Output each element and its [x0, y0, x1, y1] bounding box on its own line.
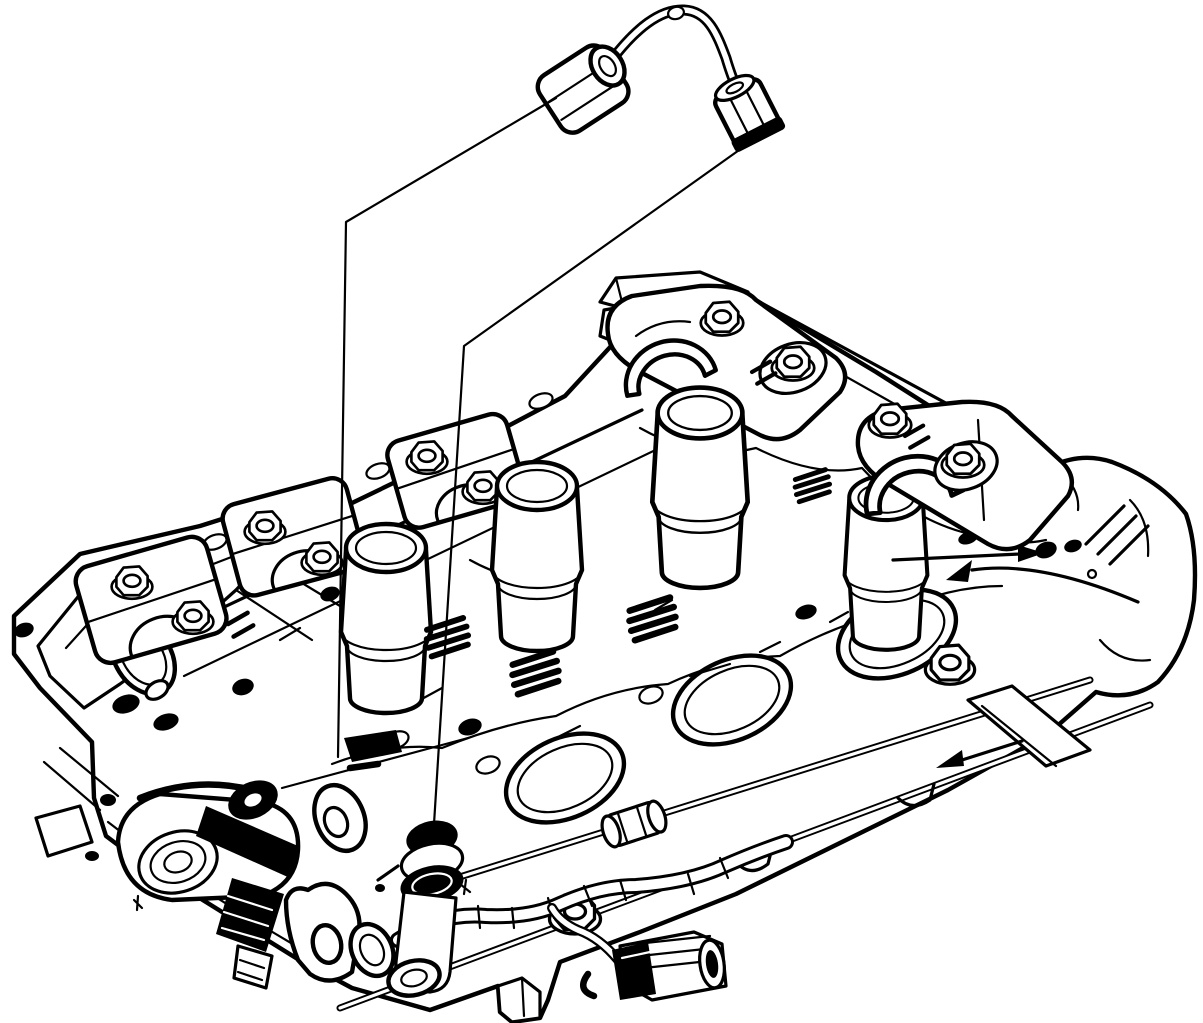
arrow-right	[891, 545, 1044, 562]
right-end-casting	[1035, 472, 1152, 662]
mounting-lug	[312, 783, 368, 853]
leader-line-rear	[432, 146, 744, 826]
rail-end-bracket	[966, 684, 1092, 768]
arrow-curved-left	[946, 560, 1140, 604]
fuel-injector	[375, 820, 465, 998]
mounting-tab	[283, 881, 362, 983]
leader-line-front	[336, 96, 558, 759]
hose-ribs	[444, 856, 730, 930]
fuel-injection-pipe	[535, 4, 786, 152]
injector-bore-tube	[341, 524, 431, 713]
hose-elbow	[348, 921, 396, 979]
injector-harness-connector	[547, 903, 728, 1002]
direction-arrows	[891, 545, 1140, 768]
camshaft-bearing-caps-right	[598, 270, 1075, 552]
pipe-tube-nut-rear	[713, 73, 786, 152]
installation-leader-lines	[336, 96, 744, 826]
hose	[348, 834, 794, 979]
rail-clamp	[896, 782, 936, 808]
pipe-tube	[604, 4, 744, 98]
high-pressure-fuel-pump	[34, 736, 470, 990]
pump-body	[115, 791, 301, 903]
injector-bore-tube	[652, 388, 747, 588]
arrow-lower-left	[936, 739, 1024, 768]
injector-bore-tube	[492, 462, 582, 651]
rail-fitting	[600, 799, 668, 849]
pump-threaded-nipple	[216, 878, 284, 990]
pipe-tube-nut-front	[535, 43, 631, 135]
bottom-fin	[496, 976, 542, 1023]
